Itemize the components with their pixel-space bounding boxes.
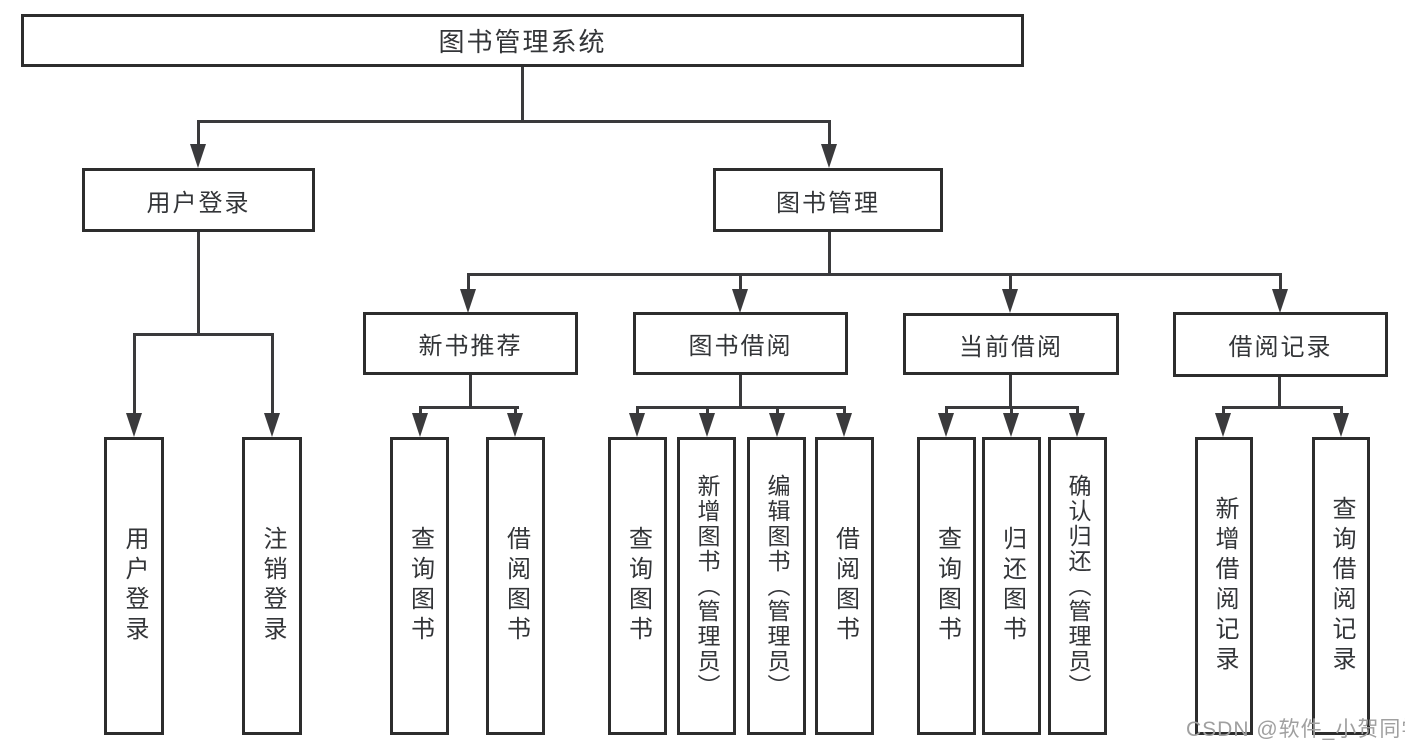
leaf-query-books-recommend-label: 查询图书 [406, 526, 434, 646]
connector-stem [197, 232, 200, 336]
connector-shaft [739, 273, 742, 291]
leaf-user-login: 用户登录 [104, 437, 164, 735]
leaf-add-borrow-record-label: 新增借阅记录 [1211, 496, 1238, 676]
connector-stem [739, 375, 742, 409]
leaf-borrow-books-recommend-label: 借阅图书 [502, 526, 530, 646]
arrow-down-icon [264, 413, 280, 437]
leaf-query-borrow-record-label: 查询借阅记录 [1328, 496, 1355, 676]
arrow-down-icon [629, 413, 645, 437]
connector-shaft [945, 406, 948, 416]
arrow-down-icon [126, 413, 142, 437]
leaf-query-borrow-record: 查询借阅记录 [1312, 437, 1370, 735]
node-book-management: 图书管理 [713, 168, 943, 232]
arrow-down-icon [821, 144, 837, 168]
node-book-borrow-label: 图书借阅 [688, 333, 793, 360]
connector-shaft [1010, 406, 1013, 416]
leaf-user-login-label: 用户登录 [121, 526, 148, 646]
leaf-borrow-books: 借阅图书 [815, 437, 874, 735]
node-library-system-label: 图书管理系统 [438, 27, 607, 57]
leaf-add-book-admin-label: 新增图书（管理员） [694, 473, 720, 699]
leaf-query-books-current-label: 查询图书 [933, 526, 961, 646]
node-library-system: 图书管理系统 [21, 14, 1024, 67]
connector-shaft [514, 406, 517, 416]
leaf-logout-label: 注销登录 [259, 526, 286, 646]
connector-hline [467, 273, 1282, 276]
leaf-return-book-label: 归还图书 [998, 526, 1026, 646]
connector-hline [133, 333, 274, 336]
connector-stem [1009, 375, 1012, 409]
connector-shaft [636, 406, 639, 416]
arrow-down-icon [769, 413, 785, 437]
arrow-down-icon [1003, 413, 1019, 437]
arrow-down-icon [1069, 413, 1085, 437]
arrow-down-icon [1215, 413, 1231, 437]
arrow-down-icon [1272, 289, 1288, 313]
connector-stem [469, 375, 472, 409]
connector-stem [828, 232, 831, 276]
node-book-management-label: 图书管理 [776, 189, 880, 217]
node-new-book-recommend: 新书推荐 [363, 312, 578, 375]
connector-shaft [1279, 273, 1282, 291]
connector-shaft [706, 406, 709, 416]
connector-shaft [133, 333, 136, 415]
arrow-down-icon [1002, 289, 1018, 313]
leaf-return-book: 归还图书 [982, 437, 1041, 735]
leaf-borrow-books-recommend: 借阅图书 [486, 437, 545, 735]
node-borrow-records: 借阅记录 [1173, 312, 1388, 377]
connector-shaft [1222, 406, 1225, 416]
arrow-down-icon [836, 413, 852, 437]
node-borrow-records-label: 借阅记录 [1228, 334, 1333, 361]
leaf-edit-book-admin: 编辑图书（管理员） [747, 437, 806, 735]
node-current-borrow-label: 当前借阅 [959, 333, 1063, 361]
connector-shaft [197, 120, 200, 147]
node-current-borrow: 当前借阅 [903, 313, 1119, 375]
connector-shaft [271, 333, 274, 415]
connector-hline [636, 406, 846, 409]
connector-shaft [776, 406, 779, 416]
connector-stem [1278, 377, 1281, 409]
connector-hline [1222, 406, 1343, 409]
leaf-add-borrow-record: 新增借阅记录 [1195, 437, 1253, 735]
arrow-down-icon [699, 413, 715, 437]
leaf-query-books-borrow-label: 查询图书 [624, 526, 652, 646]
leaf-logout: 注销登录 [242, 437, 302, 735]
connector-hline [197, 120, 831, 123]
connector-shaft [467, 273, 470, 291]
connector-shaft [1076, 406, 1079, 416]
leaf-add-book-admin: 新增图书（管理员） [677, 437, 736, 735]
connector-hline [419, 406, 519, 409]
arrow-down-icon [938, 413, 954, 437]
arrow-down-icon [460, 289, 476, 313]
leaf-confirm-return-admin-label: 确认归还（管理员） [1065, 473, 1091, 699]
arrow-down-icon [507, 413, 523, 437]
leaf-query-books-borrow: 查询图书 [608, 437, 667, 735]
arrow-down-icon [732, 289, 748, 313]
arrow-down-icon [190, 144, 206, 168]
node-new-book-recommend-label: 新书推荐 [418, 333, 523, 360]
connector-shaft [1009, 273, 1012, 291]
arrow-down-icon [1333, 413, 1349, 437]
leaf-query-books-current: 查询图书 [917, 437, 976, 735]
leaf-query-books-recommend: 查询图书 [390, 437, 449, 735]
node-book-borrow: 图书借阅 [633, 312, 848, 375]
node-user-login: 用户登录 [82, 168, 315, 232]
connector-shaft [828, 120, 831, 147]
watermark: CSDN @软件_小贺同学 [1186, 718, 1405, 741]
leaf-confirm-return-admin: 确认归还（管理员） [1048, 437, 1107, 735]
leaf-borrow-books-label: 借阅图书 [831, 526, 859, 646]
connector-stem [521, 67, 524, 121]
node-user-login-label: 用户登录 [146, 189, 251, 217]
connector-shaft [419, 406, 422, 416]
connector-shaft [1340, 406, 1343, 416]
connector-shaft [843, 406, 846, 416]
leaf-edit-book-admin-label: 编辑图书（管理员） [764, 473, 790, 699]
arrow-down-icon [412, 413, 428, 437]
